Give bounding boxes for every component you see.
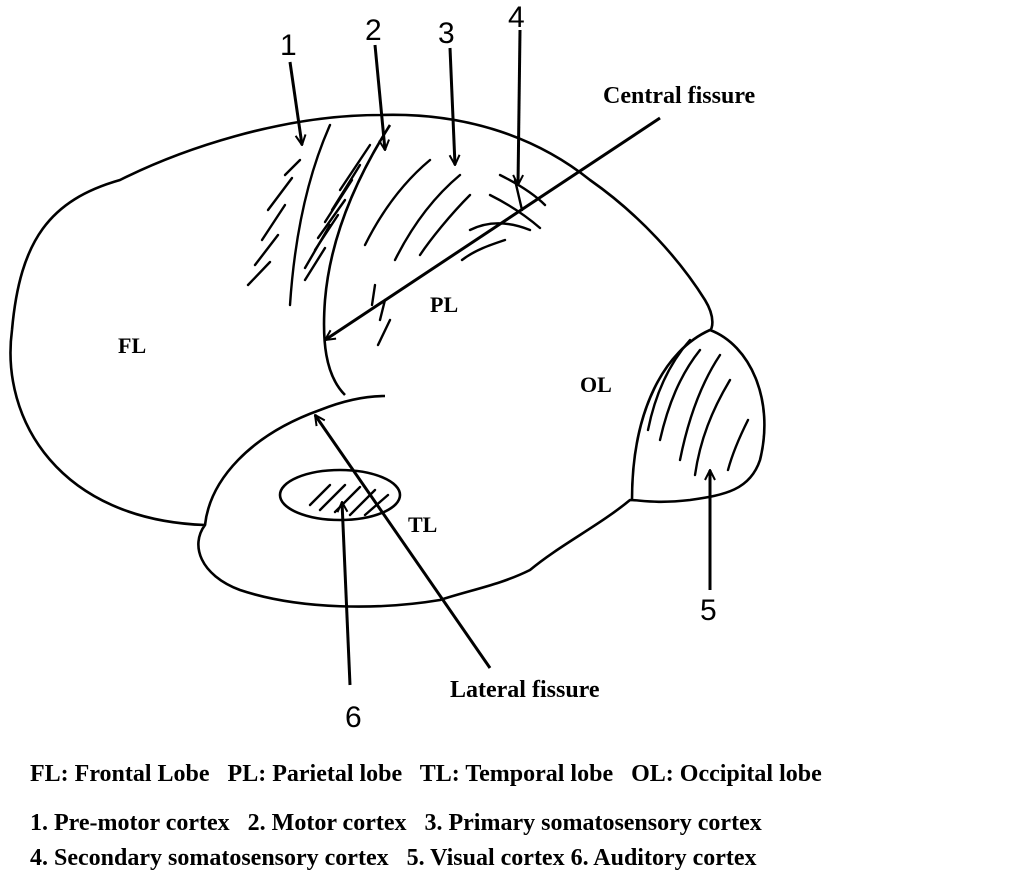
arrow-central-fissure <box>325 116 661 342</box>
primary-somatosensory-hatch <box>363 158 472 347</box>
arrow-6 <box>342 502 352 686</box>
label-central-fissure: Central fissure <box>603 83 756 109</box>
arrow-4 <box>518 29 520 185</box>
arrow-2 <box>373 44 385 150</box>
number-6: 6 <box>345 701 362 734</box>
central-fissure-line <box>322 124 392 396</box>
arrow-lateral-fissure <box>315 415 492 669</box>
visual-cortex-region <box>630 328 711 501</box>
visual-cortex-hatch <box>646 338 750 477</box>
motor-cortex-hatch <box>303 143 372 282</box>
label-parietal-lobe: PL <box>430 292 458 317</box>
number-2: 2 <box>365 14 382 47</box>
legend-areas-line2: 4. Secondary somatosensory cortex 5. Vis… <box>30 845 757 871</box>
number-1: 1 <box>280 29 297 62</box>
auditory-cortex-region <box>278 468 402 522</box>
number-5: 5 <box>700 594 717 627</box>
label-frontal-lobe: FL <box>118 333 146 358</box>
legend-lobes: FL: Frontal Lobe PL: Parietal lobe TL: T… <box>30 761 822 787</box>
temporal-lobe-border <box>203 394 386 526</box>
arrow-1 <box>288 61 302 145</box>
arrow-3 <box>448 47 455 165</box>
number-4: 4 <box>508 1 525 34</box>
label-temporal-lobe: TL <box>408 512 437 537</box>
brain-outline <box>9 113 766 608</box>
premotor-cortex-hatch <box>246 123 332 307</box>
auditory-cortex-hatch <box>308 483 390 517</box>
legend-areas-line1: 1. Pre-motor cortex 2. Motor cortex 3. P… <box>30 810 762 836</box>
label-lateral-fissure: Lateral fissure <box>450 677 600 703</box>
number-3: 3 <box>438 17 455 50</box>
secondary-somatosensory-hatch <box>460 173 547 262</box>
label-occipital-lobe: OL <box>580 372 612 397</box>
